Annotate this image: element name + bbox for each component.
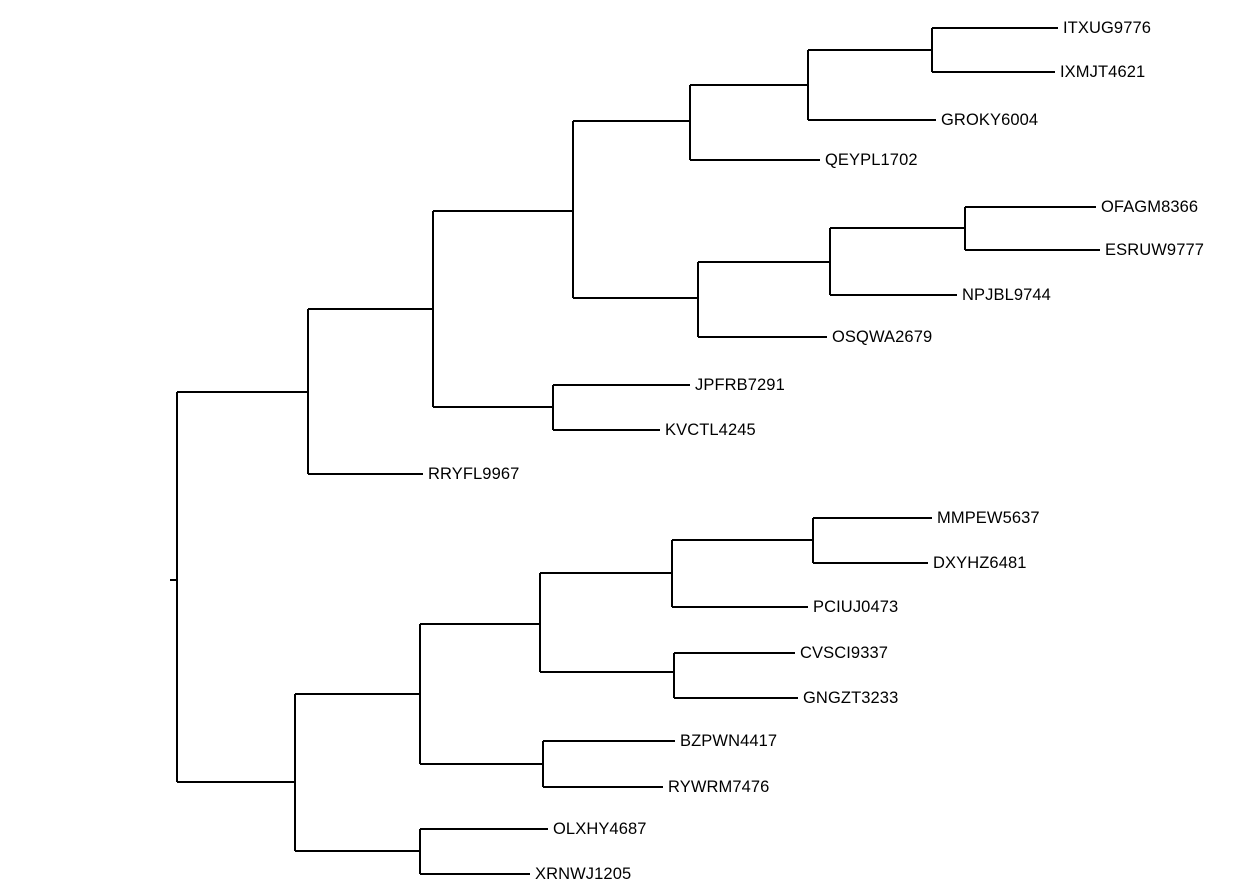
leaf-label: XRNWJ1205 [535, 864, 632, 883]
leaf-label: GNGZT3233 [803, 688, 899, 707]
leaf-label: RRYFL9967 [428, 464, 520, 483]
leaf-label: RYWRM7476 [668, 777, 770, 796]
leaf-label: OSQWA2679 [832, 327, 933, 346]
leaf-label: IXMJT4621 [1060, 62, 1146, 81]
leaf-label: JPFRB7291 [695, 375, 785, 394]
leaf-label: MMPEW5637 [937, 508, 1040, 527]
leaf-label: PCIUJ0473 [813, 597, 899, 616]
leaf-label: ESRUW9777 [1105, 240, 1205, 259]
leaf-label: CVSCI9337 [800, 643, 889, 662]
leaf-label: NPJBL9744 [962, 285, 1051, 304]
leaf-label: OLXHY4687 [553, 819, 647, 838]
leaf-label: BZPWN4417 [680, 731, 778, 750]
leaf-label: OFAGM8366 [1101, 197, 1199, 216]
leaf-label: ITXUG9776 [1063, 18, 1152, 37]
leaf-label: QEYPL1702 [825, 150, 918, 169]
leaf-label: KVCTL4245 [665, 420, 756, 439]
leaf-label: GROKY6004 [941, 110, 1039, 129]
leaf-label: DXYHZ6481 [933, 553, 1027, 572]
